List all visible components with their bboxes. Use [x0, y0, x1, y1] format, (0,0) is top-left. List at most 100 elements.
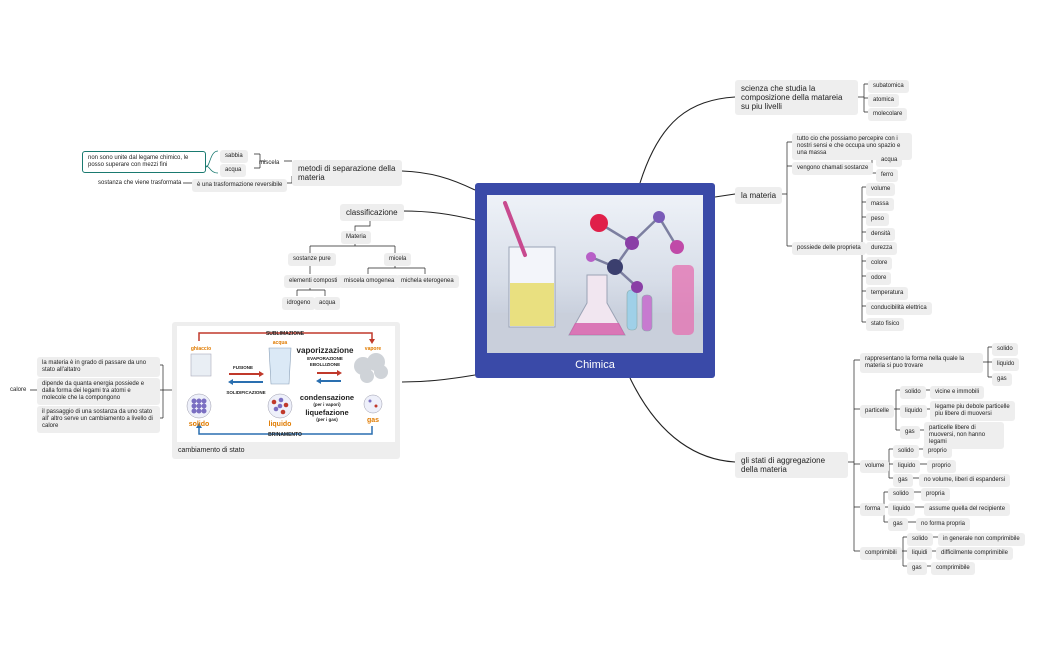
label-vaporization: vaporizzazione — [297, 346, 354, 355]
volume-state[interactable]: liquido — [893, 460, 921, 473]
property-item[interactable]: durezza — [866, 242, 898, 255]
label-condensation: condensazione — [300, 393, 354, 402]
class-matter[interactable]: Materia — [341, 231, 372, 244]
mixture-water[interactable]: acqua — [220, 164, 247, 177]
class-hydrogen[interactable]: idrogeno — [282, 297, 316, 310]
class-homogeneous[interactable]: miscela omogenea — [339, 275, 400, 288]
matter-properties[interactable]: possiede delle proprieta — [792, 242, 866, 255]
compress-label[interactable]: comprimibili — [860, 547, 902, 560]
property-item[interactable]: volume — [866, 183, 896, 196]
topic-aggregation-states[interactable]: gli stati di aggregazione della materia — [735, 452, 848, 478]
represent-label[interactable]: rappresentano la forma nella quale la ma… — [860, 353, 983, 373]
property-item[interactable]: densità — [866, 228, 896, 241]
substance-water[interactable]: acqua — [876, 154, 903, 167]
center-illustration — [487, 195, 703, 353]
mixture-note[interactable]: non sono unite dal legame chimico, le po… — [82, 151, 206, 173]
separation-reversible[interactable]: è una trasformazione reversibile — [192, 179, 288, 192]
central-topic-title: Chimica — [575, 359, 615, 371]
property-item[interactable]: odore — [866, 272, 892, 285]
shape-state[interactable]: liquido — [888, 503, 916, 516]
property-item[interactable]: colore — [866, 257, 893, 270]
state-note[interactable]: la materia è in grado di passare da uno … — [37, 357, 160, 377]
label-condensation-sub: (per i vapori) — [313, 402, 341, 407]
class-elements-compounds[interactable]: elementi composti — [284, 275, 343, 288]
gas-particles-icon — [363, 394, 383, 414]
mixture-sand[interactable]: sabbia — [220, 150, 248, 163]
state-note[interactable]: dipende da quanta energia possiede e dal… — [37, 378, 160, 405]
liquid-particles-icon — [267, 393, 293, 419]
compress-state[interactable]: gas — [907, 562, 927, 575]
level-atomic[interactable]: atomica — [868, 94, 900, 107]
label-solid: solido — [189, 421, 210, 428]
label-gas: gas — [367, 417, 379, 424]
matter-called-substances[interactable]: vengono chamati sostanze — [792, 162, 874, 175]
represent-solid[interactable]: solido — [992, 343, 1018, 356]
compress-state[interactable]: liquidi — [907, 547, 933, 560]
label-deposition: BRINAMENTO — [268, 432, 302, 438]
label-fusion: FUSIONE — [233, 365, 253, 370]
label-vapor: vapore — [365, 346, 382, 352]
property-item[interactable]: conducibilità elettrica — [866, 302, 932, 315]
compress-desc[interactable]: difficilmente comprimibile — [936, 547, 1013, 560]
label-liquefaction-sub: (per i gas) — [316, 417, 338, 422]
topic-change-of-state[interactable]: SUBLIMAZIONE BRINAMENTO ghiaccio acqua v… — [172, 322, 400, 459]
particles-state[interactable]: gas — [900, 426, 920, 439]
reversible-note: sostanza che viene trasformata — [98, 180, 182, 186]
class-water[interactable]: acqua — [314, 297, 341, 310]
shape-state[interactable]: solido — [888, 488, 914, 501]
class-heterogeneous[interactable]: michela eterogenea — [396, 275, 459, 288]
topic-science[interactable]: scienza che studia la composizione della… — [735, 80, 858, 115]
label-evaporation: EVAPORAZIONE — [307, 356, 343, 361]
represent-gas[interactable]: gas — [992, 373, 1012, 386]
class-mixture[interactable]: micela — [384, 253, 412, 266]
solid-particles-icon — [186, 393, 212, 419]
central-topic[interactable]: Chimica — [475, 183, 715, 378]
label-boiling: EBOLLIZIONE — [310, 362, 340, 367]
volume-state[interactable]: solido — [893, 445, 919, 458]
property-item[interactable]: peso — [866, 213, 890, 226]
level-molecular[interactable]: molecolare — [868, 108, 908, 121]
label-liquid: liquido — [269, 421, 292, 428]
label-solidification: SOLIDIFICAZIONE — [226, 390, 265, 395]
shape-desc[interactable]: propria — [921, 488, 950, 501]
state-note[interactable]: il passaggio di una sostanza da uno stat… — [37, 406, 160, 433]
level-subatomic[interactable]: subatomica — [868, 80, 909, 93]
substance-iron[interactable]: ferro — [876, 169, 899, 182]
label-sublimation: SUBLIMAZIONE — [266, 331, 305, 337]
volume-label[interactable]: volume — [860, 460, 890, 473]
represent-liquid[interactable]: liquido — [992, 358, 1020, 371]
separation-mixture[interactable]: miscela — [259, 160, 280, 166]
topic-matter[interactable]: la materia — [735, 187, 783, 204]
particles-desc[interactable]: particelle libere di muoversi, non hanno… — [924, 422, 1004, 449]
compress-desc[interactable]: comprimibile — [931, 562, 975, 575]
particles-label[interactable]: particelle — [860, 405, 895, 418]
shape-desc[interactable]: assume quella del recipiente — [924, 503, 1011, 516]
shape-desc[interactable]: no forma propria — [916, 518, 971, 531]
property-item[interactable]: temperatura — [866, 287, 909, 300]
particles-state[interactable]: solido — [900, 386, 926, 399]
topic-classification[interactable]: classificazione — [340, 204, 404, 221]
property-item[interactable]: massa — [866, 198, 894, 211]
class-pure-substances[interactable]: sostanze pure — [288, 253, 336, 266]
heat-label: calore — [10, 387, 27, 393]
vapor-cloud-icon — [354, 353, 388, 383]
shape-state[interactable]: gas — [888, 518, 908, 531]
label-liquefaction: liquefazione — [305, 408, 348, 417]
compress-state[interactable]: solido — [907, 533, 933, 546]
particles-desc[interactable]: vicine e immobili — [930, 386, 985, 399]
volume-desc[interactable]: proprio — [923, 445, 952, 458]
volume-desc[interactable]: no volume, liberi di espandersi — [919, 474, 1011, 487]
property-item[interactable]: stato fisico — [866, 318, 905, 331]
particles-state[interactable]: liquido — [900, 405, 928, 418]
laboratory-glassware-molecule-icon — [487, 201, 703, 353]
compress-desc[interactable]: in generale non comprimibile — [938, 533, 1025, 546]
particles-desc[interactable]: legame piu debole particelle piu libere … — [930, 401, 1015, 421]
shape-label[interactable]: forma — [860, 503, 886, 516]
volume-state[interactable]: gas — [893, 474, 913, 487]
ice-cube-icon — [190, 353, 212, 377]
change-of-state-diagram: SUBLIMAZIONE BRINAMENTO ghiaccio acqua v… — [177, 326, 395, 442]
water-glass-icon — [268, 347, 292, 385]
change-of-state-caption: cambiamento di stato — [178, 447, 245, 454]
topic-separation-methods[interactable]: metodi di separazione della materia — [292, 160, 402, 186]
volume-desc[interactable]: proprio — [927, 460, 956, 473]
